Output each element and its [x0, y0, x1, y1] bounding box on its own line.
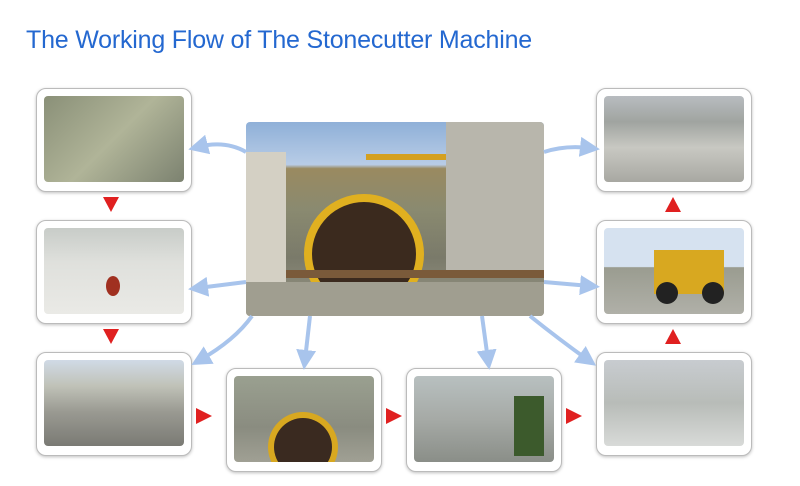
step-card-quarry-drilling [36, 88, 192, 192]
flow-arrow-down [103, 197, 119, 212]
center-photo-stonecutter-machine [246, 122, 544, 316]
source-arrow [188, 134, 247, 155]
source-arrow [528, 314, 597, 366]
step-card-block-loading [596, 220, 752, 324]
step-card-wire-threading [36, 220, 192, 324]
flow-arrow-up [665, 329, 681, 344]
flow-arrow-down [103, 329, 119, 344]
source-arrow [188, 276, 247, 297]
flow-arrow-up [665, 197, 681, 212]
step-card-bench-cutting [596, 352, 752, 456]
source-arrow [191, 314, 254, 365]
page-title: The Working Flow of The Stonecutter Mach… [26, 26, 532, 54]
step-card-block-splitting [406, 368, 562, 472]
source-arrow [543, 136, 600, 157]
step-card-block-face-cutting [36, 352, 192, 456]
step-card-circular-saw-cutting [226, 368, 382, 472]
source-arrow [543, 275, 600, 296]
step-card-finished-blocks [596, 88, 752, 192]
flow-arrow-right [566, 408, 582, 424]
source-arrow [476, 315, 497, 370]
flow-arrow-right [196, 408, 212, 424]
flow-arrow-right [386, 408, 402, 424]
source-arrow [296, 315, 317, 370]
